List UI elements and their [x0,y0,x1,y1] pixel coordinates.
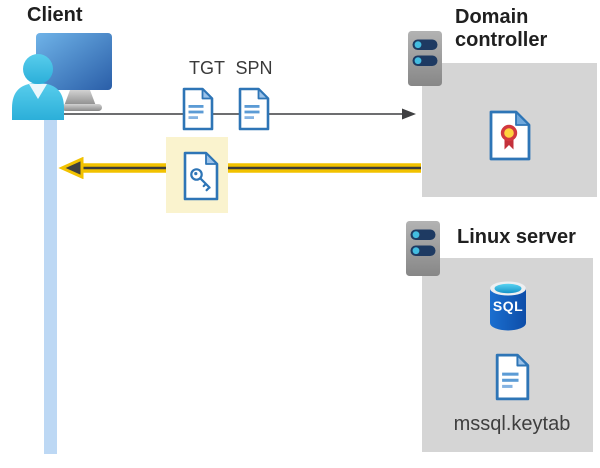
keytab-document-icon [495,353,530,401]
certificate-icon [489,110,531,161]
domain-controller-server-icon [408,31,442,86]
client-lifeline [44,96,57,454]
linux-server-title: Linux server [457,226,576,248]
key-document-icon [183,151,219,201]
client-title: Client [27,4,83,26]
spn-document-icon [238,87,270,131]
client-user-monitor-icon [12,33,112,120]
tgt-label: TGT [189,58,225,78]
request-arrow-icon [57,108,416,120]
sql-database-icon [490,281,526,331]
tgt-document-icon [182,87,214,131]
domain-controller-title: Domain controller [455,6,548,51]
linux-server-server-icon [406,221,440,276]
spn-label: SPN [235,58,273,78]
response-arrow-icon [58,157,421,179]
keytab-filename-label: mssql.keytab [453,413,571,435]
sql-badge-label: SQL [492,298,524,314]
